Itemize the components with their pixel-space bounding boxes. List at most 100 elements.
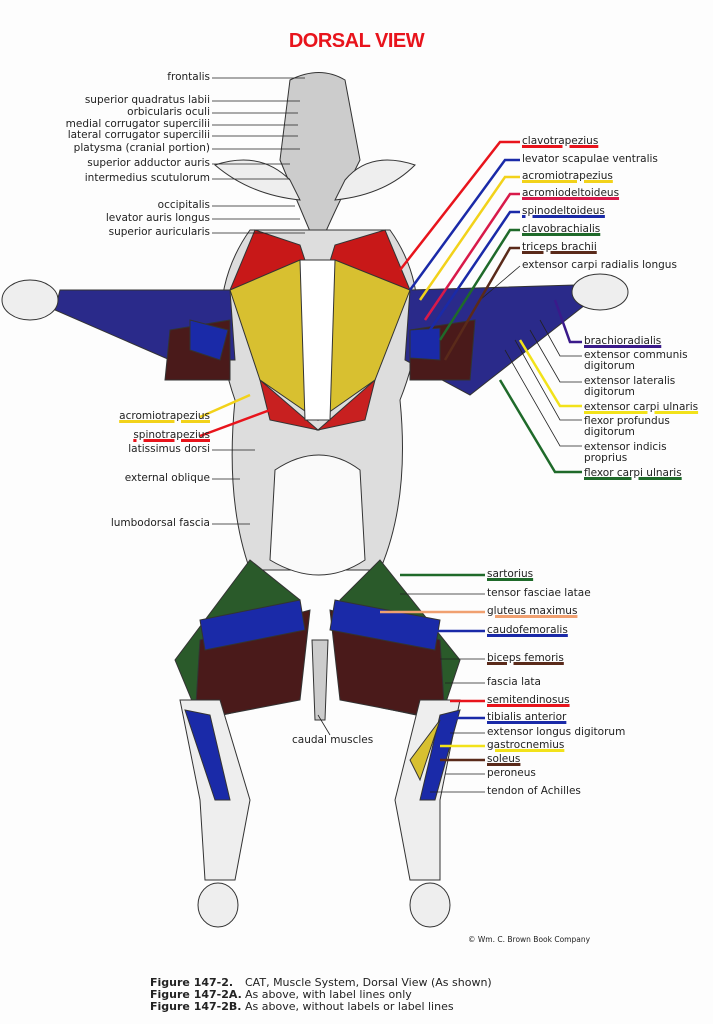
label-text: levator scapulae ventralis bbox=[522, 153, 658, 165]
label-text: lateral corrugator supercilii bbox=[67, 129, 210, 141]
muscle-label: triceps brachii bbox=[522, 242, 597, 253]
muscle-label: acromiotrapezius bbox=[0, 411, 210, 422]
muscle-label: fascia lata bbox=[487, 677, 541, 688]
muscle-label: extensor longus digitorum bbox=[487, 727, 625, 738]
muscle-label: latissimus dorsi bbox=[0, 444, 210, 455]
label-text: extensor longus digitorum bbox=[487, 726, 626, 738]
muscle-label: gastrocnemius bbox=[487, 740, 564, 751]
label-text: gastrocnemius bbox=[487, 739, 565, 751]
muscle-label: external oblique bbox=[0, 473, 210, 484]
muscle-label: superior quadratus labii bbox=[0, 95, 210, 106]
muscle-label: tendon of Achilles bbox=[487, 786, 581, 797]
label-text: flexor carpi ulnaris bbox=[584, 467, 682, 479]
muscle-label: peroneus bbox=[487, 768, 536, 779]
label-text: lumbodorsal fascia bbox=[110, 517, 210, 529]
label-text: orbicularis oculi bbox=[127, 106, 210, 118]
label-text: soleus bbox=[487, 753, 521, 765]
label-text: extensor communis digitorum bbox=[584, 349, 688, 372]
muscle-label: superior auricularis bbox=[0, 227, 210, 238]
figure-caption: Figure 147-2. CAT, Muscle System, Dorsal … bbox=[150, 977, 492, 1013]
muscle-label: extensor communis digitorum bbox=[584, 350, 709, 372]
label-text: caudofemoralis bbox=[487, 624, 568, 636]
label-text: latissimus dorsi bbox=[128, 443, 210, 455]
label-text: platysma (cranial portion) bbox=[73, 142, 210, 154]
leader-lines bbox=[212, 77, 582, 793]
label-text: extensor carpi ulnaris bbox=[584, 401, 699, 413]
muscle-label: lumbodorsal fascia bbox=[0, 518, 210, 529]
muscle-label: occipitalis bbox=[0, 200, 210, 211]
label-text: frontalis bbox=[167, 71, 210, 83]
muscle-label: lateral corrugator supercilii bbox=[0, 130, 210, 141]
muscle-label: superior adductor auris bbox=[0, 158, 210, 169]
caption-text: CAT, Muscle System, Dorsal View (As show… bbox=[245, 976, 492, 989]
label-text: gluteus maximus bbox=[487, 605, 578, 617]
figure-number: Figure 147-2B. bbox=[150, 1000, 242, 1013]
figure-number: Figure 147-2. bbox=[150, 976, 234, 989]
muscle-label: sartorius bbox=[487, 569, 533, 580]
muscle-label: soleus bbox=[487, 754, 520, 765]
label-text: semitendinosus bbox=[487, 694, 570, 706]
muscle-label: medial corrugator supercilii bbox=[0, 119, 210, 130]
muscle-label: flexor carpi ulnaris bbox=[584, 468, 709, 479]
muscle-label: intermedius scutulorum bbox=[0, 173, 210, 184]
label-text: peroneus bbox=[487, 767, 536, 779]
muscle-label: caudal muscles bbox=[292, 735, 373, 746]
muscle-label: gluteus maximus bbox=[487, 606, 577, 617]
caption-line: Figure 147-2A.As above, with label lines… bbox=[150, 989, 492, 1001]
label-text: external oblique bbox=[124, 472, 210, 484]
muscle-label: acromiodeltoideus bbox=[522, 188, 619, 199]
colored-leader-lines bbox=[199, 140, 582, 762]
muscle-label: brachioradialis bbox=[584, 336, 661, 347]
label-text: levator auris longus bbox=[105, 212, 210, 224]
muscle-label: platysma (cranial portion) bbox=[0, 143, 210, 154]
muscle-label: spinodeltoideus bbox=[522, 206, 605, 217]
muscle-label: tensor fasciae latae bbox=[487, 588, 591, 599]
muscle-label: frontalis bbox=[0, 72, 210, 83]
caption-text: As above, with label lines only bbox=[245, 988, 412, 1001]
label-text: tibialis anterior bbox=[487, 711, 567, 723]
muscle-label: acromiotrapezius bbox=[522, 171, 613, 182]
label-text: clavobrachialis bbox=[522, 223, 601, 235]
label-text: triceps brachii bbox=[522, 241, 597, 253]
muscle-label: extensor carpi radialis longus bbox=[522, 260, 677, 271]
muscle-label: levator scapulae ventralis bbox=[522, 154, 658, 165]
label-text: brachioradialis bbox=[584, 335, 662, 347]
label-text: flexor profundus digitorum bbox=[584, 415, 670, 438]
muscle-label: clavotrapezius bbox=[522, 136, 598, 147]
label-text: tensor fasciae latae bbox=[487, 587, 591, 599]
muscle-label: flexor profundus digitorum bbox=[584, 416, 709, 438]
label-text: intermedius scutulorum bbox=[84, 172, 210, 184]
label-text: superior auricularis bbox=[108, 226, 210, 238]
muscle-label: levator auris longus bbox=[0, 213, 210, 224]
label-text: tendon of Achilles bbox=[487, 785, 581, 797]
label-text: extensor carpi radialis longus bbox=[522, 259, 677, 271]
muscle-label: semitendinosus bbox=[487, 695, 570, 706]
cat-body bbox=[1, 72, 629, 928]
label-text: superior quadratus labii bbox=[84, 94, 210, 106]
muscle-label: clavobrachialis bbox=[522, 224, 600, 235]
diagram-title: DORSAL VIEW bbox=[288, 30, 425, 52]
muscle-label: biceps femoris bbox=[487, 653, 564, 664]
caption-line: Figure 147-2. CAT, Muscle System, Dorsal … bbox=[150, 977, 492, 989]
label-text: extensor indicis proprius bbox=[584, 441, 667, 464]
label-text: acromiotrapezius bbox=[522, 170, 613, 182]
label-text: superior adductor auris bbox=[87, 157, 210, 169]
label-text: sartorius bbox=[487, 568, 534, 580]
copyright: © Wm. C. Brown Book Company bbox=[468, 935, 591, 944]
muscle-label: tibialis anterior bbox=[487, 712, 566, 723]
label-text: medial corrugator supercilii bbox=[65, 118, 210, 130]
caption-text: As above, without labels or label lines bbox=[245, 1000, 454, 1013]
muscle-label: spinotrapezius bbox=[0, 430, 210, 441]
label-text: acromiotrapezius bbox=[119, 410, 210, 422]
muscle-label: orbicularis oculi bbox=[0, 107, 210, 118]
label-text: occipitalis bbox=[157, 199, 210, 211]
figure-number: Figure 147-2A. bbox=[150, 988, 242, 1001]
label-text: fascia lata bbox=[487, 676, 541, 688]
label-text: acromiodeltoideus bbox=[522, 187, 620, 199]
muscle-label: caudofemoralis bbox=[487, 625, 568, 636]
label-text: spinodeltoideus bbox=[522, 205, 605, 217]
muscle-label: extensor carpi ulnaris bbox=[584, 402, 698, 413]
caption-line: Figure 147-2B.As above, without labels o… bbox=[150, 1001, 492, 1013]
